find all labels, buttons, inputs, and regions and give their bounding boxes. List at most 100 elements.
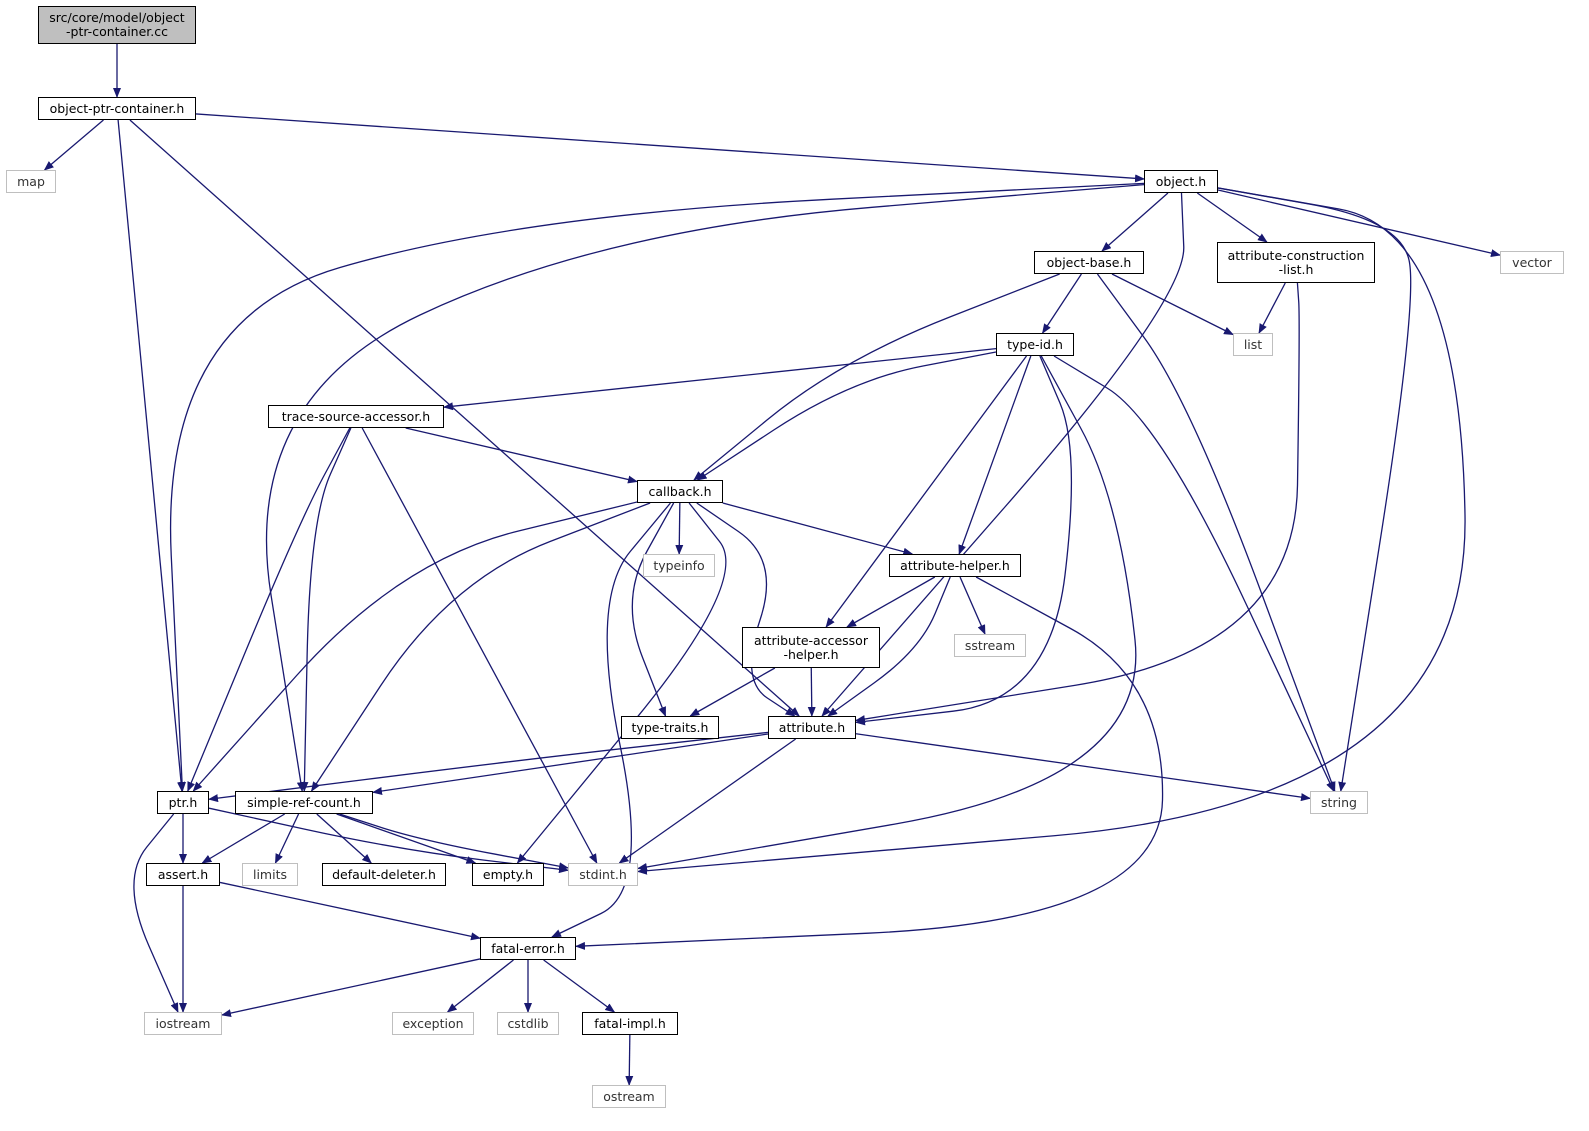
- edge-callback-to-ptr: [192, 501, 638, 792]
- node-attribute-construction-list[interactable]: attribute-construction-list.h: [1217, 242, 1375, 283]
- node-label: object-base.h: [1046, 254, 1132, 270]
- edge-type-id-to-trace-source-accessor: [443, 347, 997, 411]
- edge-attribute-helper-to-attribute: [827, 576, 951, 717]
- node-label: ptr.h: [168, 794, 198, 810]
- node-label: sstream: [964, 637, 1016, 653]
- edge-type-id-to-string: [1053, 355, 1335, 792]
- node-label: attribute-helper.h: [900, 557, 1010, 573]
- edge-object-to-simple-ref-count: [265, 183, 1145, 792]
- node-label: default-deleter.h: [332, 866, 436, 882]
- edge-object-base-to-string: [1096, 273, 1336, 792]
- node-cstdlib: cstdlib: [497, 1012, 559, 1035]
- node-object-ptr-container[interactable]: object-ptr-container.h: [38, 97, 196, 120]
- node-label: attribute.h: [778, 719, 846, 735]
- node-label: exception: [402, 1015, 464, 1031]
- node-type-traits[interactable]: type-traits.h: [621, 716, 719, 739]
- node-label: object-ptr-container.h: [49, 100, 185, 116]
- edge-assert-to-fatal-error: [219, 881, 481, 941]
- node-map: map: [6, 170, 56, 193]
- node-label: map: [17, 173, 45, 189]
- node-vector: vector: [1500, 251, 1564, 274]
- edge-attribute-helper-to-sstream: [959, 576, 986, 635]
- edge-object-to-object-base: [1101, 192, 1169, 252]
- node-limits: limits: [242, 863, 298, 886]
- node-iostream: iostream: [144, 1012, 222, 1035]
- node-fatal-error[interactable]: fatal-error.h: [480, 937, 576, 960]
- edge-type-id-to-attribute-helper: [958, 355, 1032, 555]
- edge-simple-ref-count-to-limits: [274, 813, 300, 864]
- node-attribute-accessor-helper[interactable]: attribute-accessor-helper.h: [742, 627, 880, 668]
- edge-callback-to-typeinfo: [675, 502, 684, 555]
- edge-object-ptr-container-to-map: [43, 119, 104, 171]
- node-object-base[interactable]: object-base.h: [1034, 251, 1144, 274]
- edge-attribute-to-stdint: [618, 738, 797, 864]
- node-label: cstdlib: [507, 1015, 549, 1031]
- edge-trace-source-accessor-to-stdint: [361, 427, 598, 864]
- node-attribute-helper[interactable]: attribute-helper.h: [889, 554, 1021, 577]
- node-type-id[interactable]: type-id.h: [996, 333, 1074, 356]
- edge-attribute-construction-list-to-list: [1258, 282, 1286, 334]
- edge-type-id-to-stdint: [637, 355, 1137, 871]
- edge-attribute-helper-to-fatal-error: [575, 576, 1164, 950]
- node-label: limits: [252, 866, 287, 882]
- node-label: -helper.h: [783, 646, 839, 662]
- edge-callback-to-type-traits: [631, 502, 675, 717]
- node-label: type-traits.h: [631, 719, 709, 735]
- edge-object-to-ptr: [169, 182, 1145, 792]
- edge-attribute-to-string: [855, 733, 1311, 802]
- edge-trace-source-accessor-to-simple-ref-count: [300, 427, 352, 792]
- node-trace-source-accessor[interactable]: trace-source-accessor.h: [268, 405, 444, 428]
- node-attribute[interactable]: attribute.h: [768, 716, 856, 739]
- node-label: string: [1321, 794, 1357, 810]
- edge-attribute-accessor-helper-to-type-traits: [689, 667, 776, 717]
- edge-attribute-construction-list-to-attribute: [855, 282, 1300, 723]
- edge-type-id-to-callback: [696, 351, 997, 481]
- node-label: callback.h: [648, 483, 712, 499]
- node-object[interactable]: object.h: [1144, 170, 1218, 193]
- node-empty[interactable]: empty.h: [472, 863, 544, 886]
- node-typeinfo: typeinfo: [643, 554, 715, 577]
- node-root[interactable]: src/core/model/object-ptr-container.cc: [38, 6, 196, 44]
- edge-simple-ref-count-to-stdint: [339, 813, 569, 871]
- node-label: attribute-accessor: [754, 632, 868, 648]
- node-default-deleter[interactable]: default-deleter.h: [322, 863, 446, 886]
- node-fatal-impl[interactable]: fatal-impl.h: [582, 1012, 678, 1035]
- edge-fatal-impl-to-ostream: [625, 1034, 634, 1086]
- edge-simple-ref-count-to-empty: [336, 813, 477, 864]
- node-label: object.h: [1155, 173, 1207, 189]
- edge-type-id-to-attribute-accessor-helper: [825, 355, 1028, 628]
- node-simple-ref-count[interactable]: simple-ref-count.h: [235, 791, 373, 814]
- node-label: fatal-impl.h: [594, 1015, 666, 1031]
- edge-ptr-to-iostream: [133, 813, 179, 1013]
- edge-object-base-to-list: [1111, 273, 1234, 336]
- node-label: vector: [1512, 254, 1552, 270]
- edge-attribute-to-ptr: [208, 731, 769, 803]
- edge-callback-to-empty: [516, 502, 727, 864]
- node-label: fatal-error.h: [491, 940, 565, 956]
- edge-object-to-stdint: [637, 187, 1466, 875]
- edge-simple-ref-count-to-default-deleter: [316, 813, 372, 864]
- node-label: trace-source-accessor.h: [281, 408, 431, 424]
- edge-callback-to-simple-ref-count: [310, 502, 651, 792]
- node-sstream: sstream: [954, 634, 1026, 657]
- node-label: typeinfo: [653, 557, 705, 573]
- edge-object-to-attribute: [821, 192, 1185, 717]
- edge-callback-to-attribute-helper: [722, 502, 914, 556]
- node-ptr[interactable]: ptr.h: [157, 791, 209, 814]
- edge-fatal-error-to-exception: [446, 959, 514, 1013]
- edge-type-id-to-attribute: [855, 355, 1073, 726]
- node-assert[interactable]: assert.h: [146, 863, 220, 886]
- edge-simple-ref-count-to-assert: [201, 813, 286, 864]
- edge-object-base-to-callback: [693, 273, 1060, 481]
- edge-object-ptr-container-to-attribute: [129, 119, 800, 717]
- node-label: -list.h: [1278, 261, 1314, 277]
- node-label: empty.h: [482, 866, 534, 882]
- edge-callback-to-attribute: [696, 502, 796, 717]
- edge-attribute-accessor-helper-to-attribute: [807, 667, 816, 717]
- edge-fatal-error-to-iostream: [221, 958, 481, 1018]
- edge-object-to-attribute-construction-list: [1196, 192, 1268, 243]
- node-exception: exception: [392, 1012, 474, 1035]
- node-callback[interactable]: callback.h: [637, 480, 723, 503]
- node-label: type-id.h: [1007, 336, 1063, 352]
- edge-object-ptr-container-to-object: [195, 113, 1145, 183]
